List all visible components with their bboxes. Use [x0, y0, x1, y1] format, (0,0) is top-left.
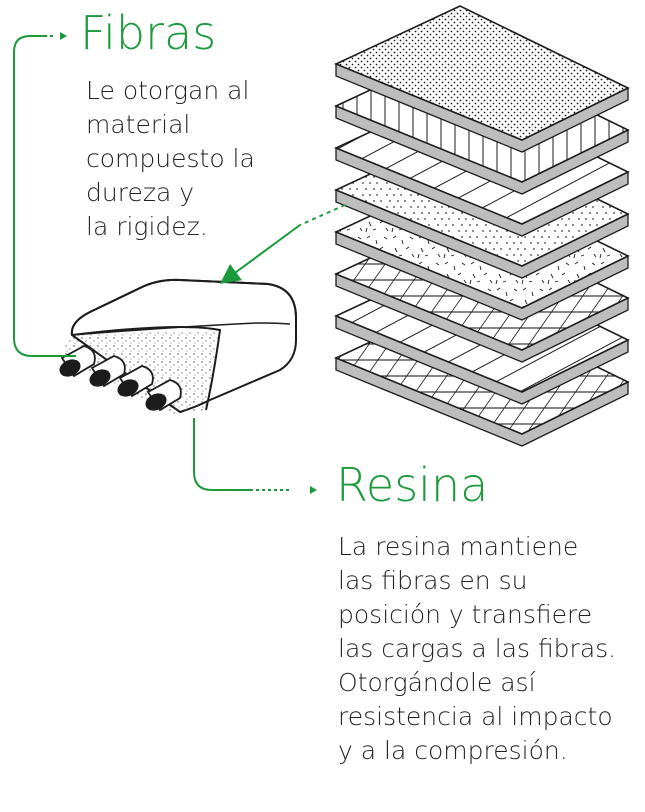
- resin-leader-line: [193, 418, 250, 491]
- fiber-rod-4: [145, 379, 182, 412]
- fiber-layer-1: [334, 5, 630, 153]
- resin-description: La resina mantiene las fibras en su posici…: [338, 530, 616, 768]
- fibers-arrow-icon: [60, 32, 67, 40]
- fiber-rod-1: [59, 345, 96, 378]
- resin-title: Resina: [336, 458, 489, 512]
- resin-description-line: La resina mantiene: [338, 532, 579, 561]
- fibers-title: Fibras: [80, 6, 217, 60]
- fibers-description-line: la rigidez.: [86, 212, 208, 241]
- resin-description-line: las cargas a las fibras.: [338, 634, 617, 663]
- resin-description-line: resistencia al impacto: [338, 702, 613, 731]
- resin-description-line: Otorgándole así: [338, 668, 536, 697]
- resin-description-line: y a la compresión.: [338, 736, 568, 765]
- fiber-rod-3: [117, 365, 154, 398]
- fiber-rods: [59, 345, 182, 412]
- fibers-leader-line: [13, 35, 76, 357]
- layer-pointer-dash: [299, 204, 346, 226]
- fibers-description-line: material: [86, 110, 191, 139]
- resin-description-line: las fibras en su: [338, 566, 528, 595]
- fibers-description: Le otorgan al material compuesto la dureza …: [86, 74, 255, 244]
- fibers-description-line: Le otorgan al: [86, 76, 250, 105]
- resin-arrow-icon: [310, 486, 317, 494]
- fiber-rod-2: [89, 355, 126, 388]
- fibers-description-line: compuesto la: [86, 144, 255, 173]
- resin-description-line: posición y transfiere: [338, 600, 593, 629]
- fiber-layers-stack: [334, 5, 630, 447]
- leader-lines: [13, 32, 346, 494]
- layer-pointer-line: [219, 224, 301, 284]
- fibers-description-line: dureza y: [86, 178, 195, 207]
